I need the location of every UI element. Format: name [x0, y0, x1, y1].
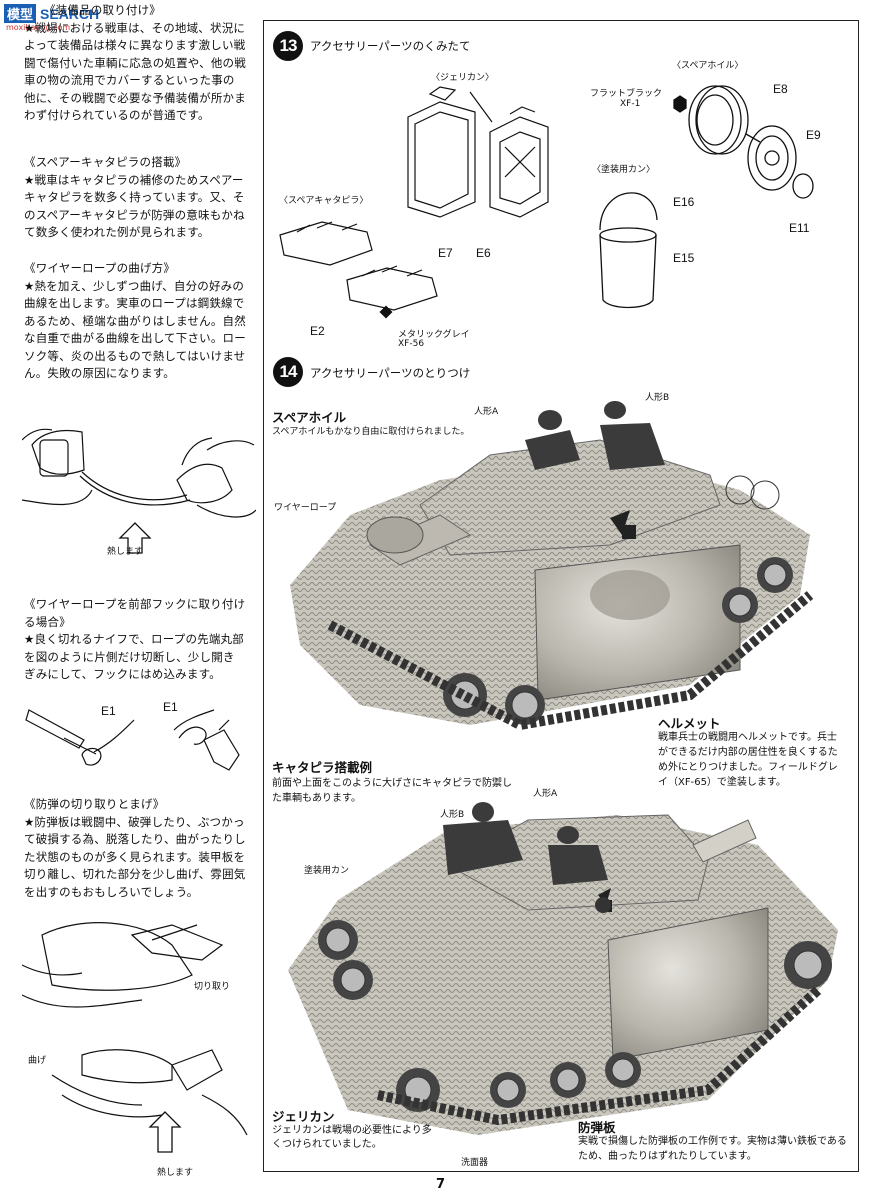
part-label-e2: E2: [310, 324, 325, 338]
callout-title: ジェリカン: [272, 1109, 335, 1124]
callout-title: 防弾板: [578, 1120, 616, 1135]
part-label-e9: E9: [806, 128, 821, 142]
paint-code: XF-1: [620, 99, 641, 109]
callout-label: 塗装用カン: [304, 866, 350, 876]
cut-label: 切り取り: [194, 982, 231, 992]
heat-label: 熱します: [107, 547, 144, 557]
spare-track-drawing: [279, 221, 438, 319]
callout-body: 戦車兵士の戦闘用ヘルメットです。兵士ができるだけ内部の居住性を良くするため外にと…: [658, 732, 838, 788]
section-title: 《ワイヤーロープの曲げ方》: [24, 261, 176, 275]
jerrycan-caption: 〈ジェリカン〉: [431, 73, 495, 83]
part-label-e7: E7: [438, 246, 453, 260]
section-title: 《ワイヤーロープを前部フックに取り付ける場合》: [24, 597, 246, 629]
figure-label: 人形A: [533, 789, 558, 799]
figure-label: 人形B: [645, 393, 670, 403]
paint-note: フラットブラック: [590, 89, 663, 99]
paint-can-caption: 〈塗装用カン〉: [592, 165, 656, 175]
section-title: 《防弾の切り取りとまげ》: [24, 797, 165, 811]
step-number: 13: [273, 31, 303, 61]
callout-label: 洗面器: [461, 1158, 489, 1168]
part-label-e15: E15: [673, 251, 695, 265]
part-label-e11: E11: [789, 221, 810, 235]
paint-note: メタリックグレイ: [398, 330, 470, 340]
section-body: ★戦車はキャタピラの補修のためスペアーキャタピラを数多く持っています。又、そのス…: [24, 172, 245, 240]
heat-label: 熱します: [157, 1168, 194, 1178]
part-label-e1: E1: [101, 704, 116, 718]
callout-title: キャタピラ搭載例: [272, 760, 373, 775]
callout-title: ヘルメット: [658, 716, 721, 731]
section-spare-track: 《スペアーキャタピラの搭載》 ★戦車はキャタピラの補修のためスペアーキャタピラを…: [24, 154, 246, 242]
spare-wheel-drawing: [673, 85, 814, 199]
wire-bend-figure: [22, 428, 256, 554]
figure-label: 人形B: [440, 810, 465, 820]
section-body: ★防弾板は戦闘中、破弾したり、ぶつかって破損する為、脱落したり、曲がったりした状…: [24, 814, 246, 899]
watermark: 模型 SEARCH: [4, 4, 99, 23]
armor-cut-figure: [22, 922, 248, 1153]
watermark-badge: 模型: [4, 4, 37, 23]
tank-photo-2: [288, 802, 838, 1135]
section-body: ★熱を加え、少しずつ曲げ、自分の好みの曲線を出します。実車のロープは鋼鉄線である…: [24, 278, 246, 381]
callout-body: 実戦で損傷した防弾板の工作例です。実物は薄い鉄板であるため、曲ったりはずれたりし…: [578, 1136, 847, 1162]
part-label-e1: E1: [163, 700, 178, 714]
section-title: 《装備品の取り付け》: [44, 3, 161, 17]
rope-hook-figure: [25, 709, 240, 771]
callout-label: ワイヤーロープ: [274, 503, 337, 513]
part-label-e6: E6: [476, 246, 491, 260]
section-body: ★戦場における戦車は、その地域、状況によって装備品は様々に異なります激しい戦闘で…: [24, 20, 246, 123]
callout-body: ジェリカンは戦場の必要性により多くつけられていました。: [272, 1125, 432, 1150]
section-wire-rope: 《ワイヤーロープの曲げ方》 ★熱を加え、少しずつ曲げ、自分の好みの曲線を出します…: [24, 260, 246, 383]
spare-track-caption: 〈スペアキャタピラ〉: [279, 196, 369, 206]
paint-code: XF-56: [398, 339, 425, 349]
paint-can-drawing: [599, 192, 658, 309]
page-number: 7: [436, 1177, 446, 1192]
step-number: 14: [273, 357, 303, 387]
callout-body: 前面や上面をこのように大げさにキャタピラで防禦した車輌もあります。: [272, 778, 512, 804]
tank-photo-1: [290, 401, 814, 731]
callout-title: スペアホイル: [272, 410, 347, 425]
watermark-brand: SEARCH: [40, 5, 100, 22]
step-title: アクセサリーパーツのとりつけ: [310, 366, 471, 380]
part-label-e16: E16: [673, 195, 695, 209]
callout-body: スペアホイルもかなり自由に取付けられました。: [272, 427, 470, 437]
section-equipment: 《装備品の取り付け》 ★戦場における戦車は、その地域、状況によって装備品は様々に…: [24, 2, 246, 125]
section-body: ★良く切れるナイフで、ロープの先端丸部を図のように片側だけ切断し、少し開きぎみに…: [24, 632, 244, 681]
watermark-url: moxihaung.com: [6, 23, 71, 32]
step-title: アクセサリーパーツのくみたて: [310, 39, 471, 53]
spare-wheel-caption: 〈スペアホイル〉: [672, 61, 744, 71]
instruction-panel: [263, 20, 859, 1172]
section-armor-cut: 《防弾の切り取りとまげ》 ★防弾板は戦闘中、破弾したり、ぶつかって破損する為、脱…: [24, 796, 246, 901]
figure-label: 人形A: [474, 407, 499, 417]
jerrycan-drawing: [407, 86, 549, 218]
part-label-e8: E8: [773, 82, 788, 96]
section-title: 《スペアーキャタピラの搭載》: [24, 155, 187, 169]
section-rope-hook: 《ワイヤーロープを前部フックに取り付ける場合》 ★良く切れるナイフで、ロープの先…: [24, 596, 246, 684]
bend-label: 曲げ: [28, 1056, 47, 1066]
